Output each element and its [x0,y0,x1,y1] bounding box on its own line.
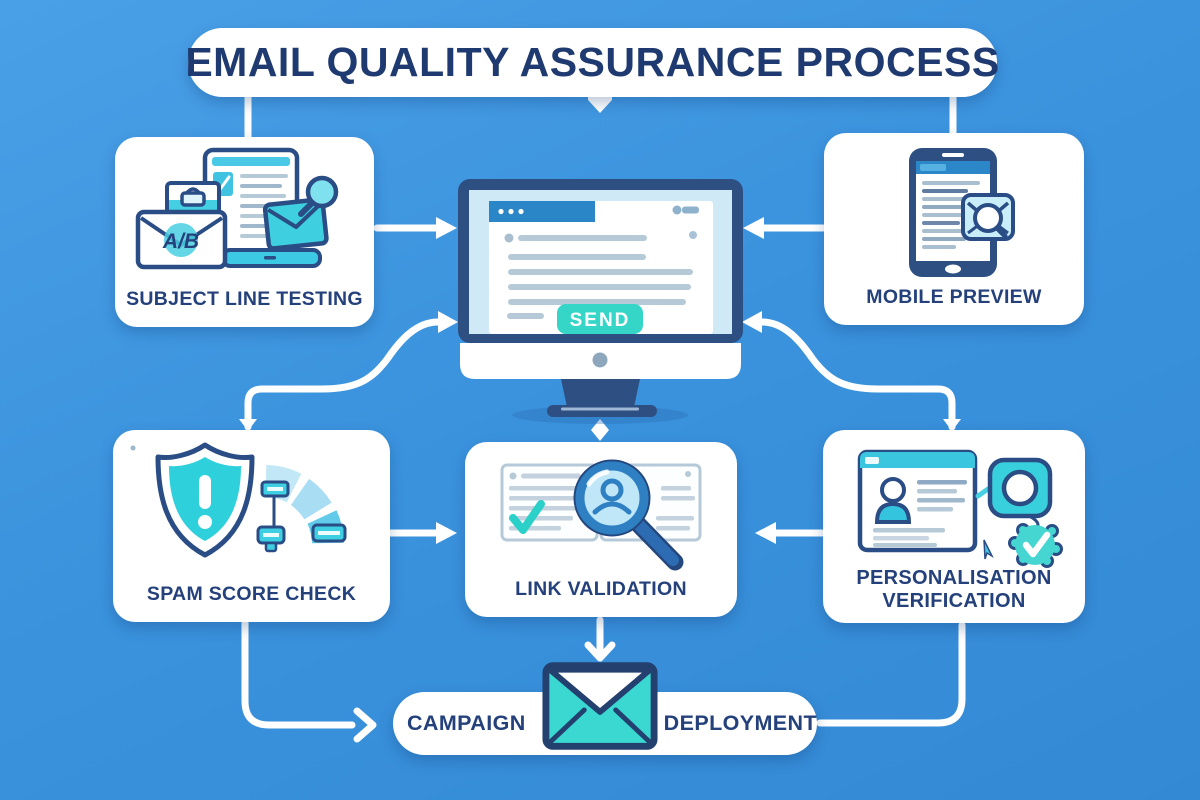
title-banner: EMAIL QUALITY ASSURANCE PROCESS [185,28,1000,97]
edge-mobile-to-monitor-arrow [743,217,764,239]
edge-spam-to-link-arrow [436,522,457,544]
send-button-label: SEND [570,310,631,331]
shield-alert-gauge-icon [130,442,347,558]
email-compose-monitor: SEND [458,179,743,424]
gauge-icon [256,465,347,553]
document-magnifier-icon [500,459,702,571]
link-validation-label: LINK VALIDATION [515,578,687,600]
personalisation-label-line1: PERSONALISATION [856,567,1052,590]
node-spam-score-check: SPAM SCORE CHECK [113,430,390,622]
envelope-icon [542,662,658,750]
key-icon [672,205,682,215]
subject-line-testing-label: SUBJECT LINE TESTING [126,288,363,310]
page-title: EMAIL QUALITY ASSURANCE PROCESS [185,39,1000,85]
edge-personalisation-to-monitor [758,318,956,431]
node-subject-line-testing: A/B SUBJECT LINE TESTING [115,137,374,327]
gear-icon [987,457,1053,519]
personalisation-label-line2: VERIFICATION [882,589,1026,612]
magnifier-person-icon [573,459,684,571]
node-mobile-preview: MOBILE PREVIEW [824,133,1084,325]
edge-spam-to-deployment-arrow [353,707,377,743]
email-magnifier-badge-icon [961,193,1015,241]
mobile-preview-label: MOBILE PREVIEW [866,286,1042,308]
node-personalisation-verification: PERSONALISATION VERIFICATION [823,430,1085,623]
checkmark-icon [509,500,545,534]
edge-spam-down-arrow [239,419,257,431]
edge-subject-to-monitor-arrow [436,217,457,239]
ab-badge-label: A/B [162,230,199,253]
edge-personalisation-to-deployment [816,621,966,727]
smartphone-email-icon [909,148,1015,277]
spam-score-check-label: SPAM SCORE CHECK [146,583,357,605]
webcam-dot-icon [592,352,608,368]
compose-window: SEND [489,201,713,334]
deployment-label: DEPLOYMENT [663,711,817,735]
verified-badge-icon [1008,523,1063,568]
personalisation-verification-label: PERSONALISATION VERIFICATION [823,567,1085,612]
send-button [557,304,643,334]
profile-card-verified-icon [857,449,1063,568]
edge-personalisation-down-arrow [943,419,961,431]
avatar [880,477,906,503]
edge-personalisation-to-link-arrow [755,522,776,544]
campaign-label: CAMPAIGN [407,711,526,735]
edge-link-to-deployment-arrow [584,641,616,662]
magnifier-icon [305,175,339,209]
edge-spam-to-monitor-arrow [438,311,458,333]
edge-link-to-monitor-arrow [591,419,609,441]
edge-spam-to-deployment [241,618,356,729]
cursor-icon [983,539,994,560]
node-link-validation: LINK VALIDATION [465,442,737,617]
edge-personalisation-to-monitor-arrow [742,311,762,333]
edge-spam-to-monitor [244,318,442,431]
edge-title-to-monitor-arrow [588,94,612,113]
exclamation-icon [199,475,211,509]
ab-test-emails-icon: A/B [135,147,339,270]
